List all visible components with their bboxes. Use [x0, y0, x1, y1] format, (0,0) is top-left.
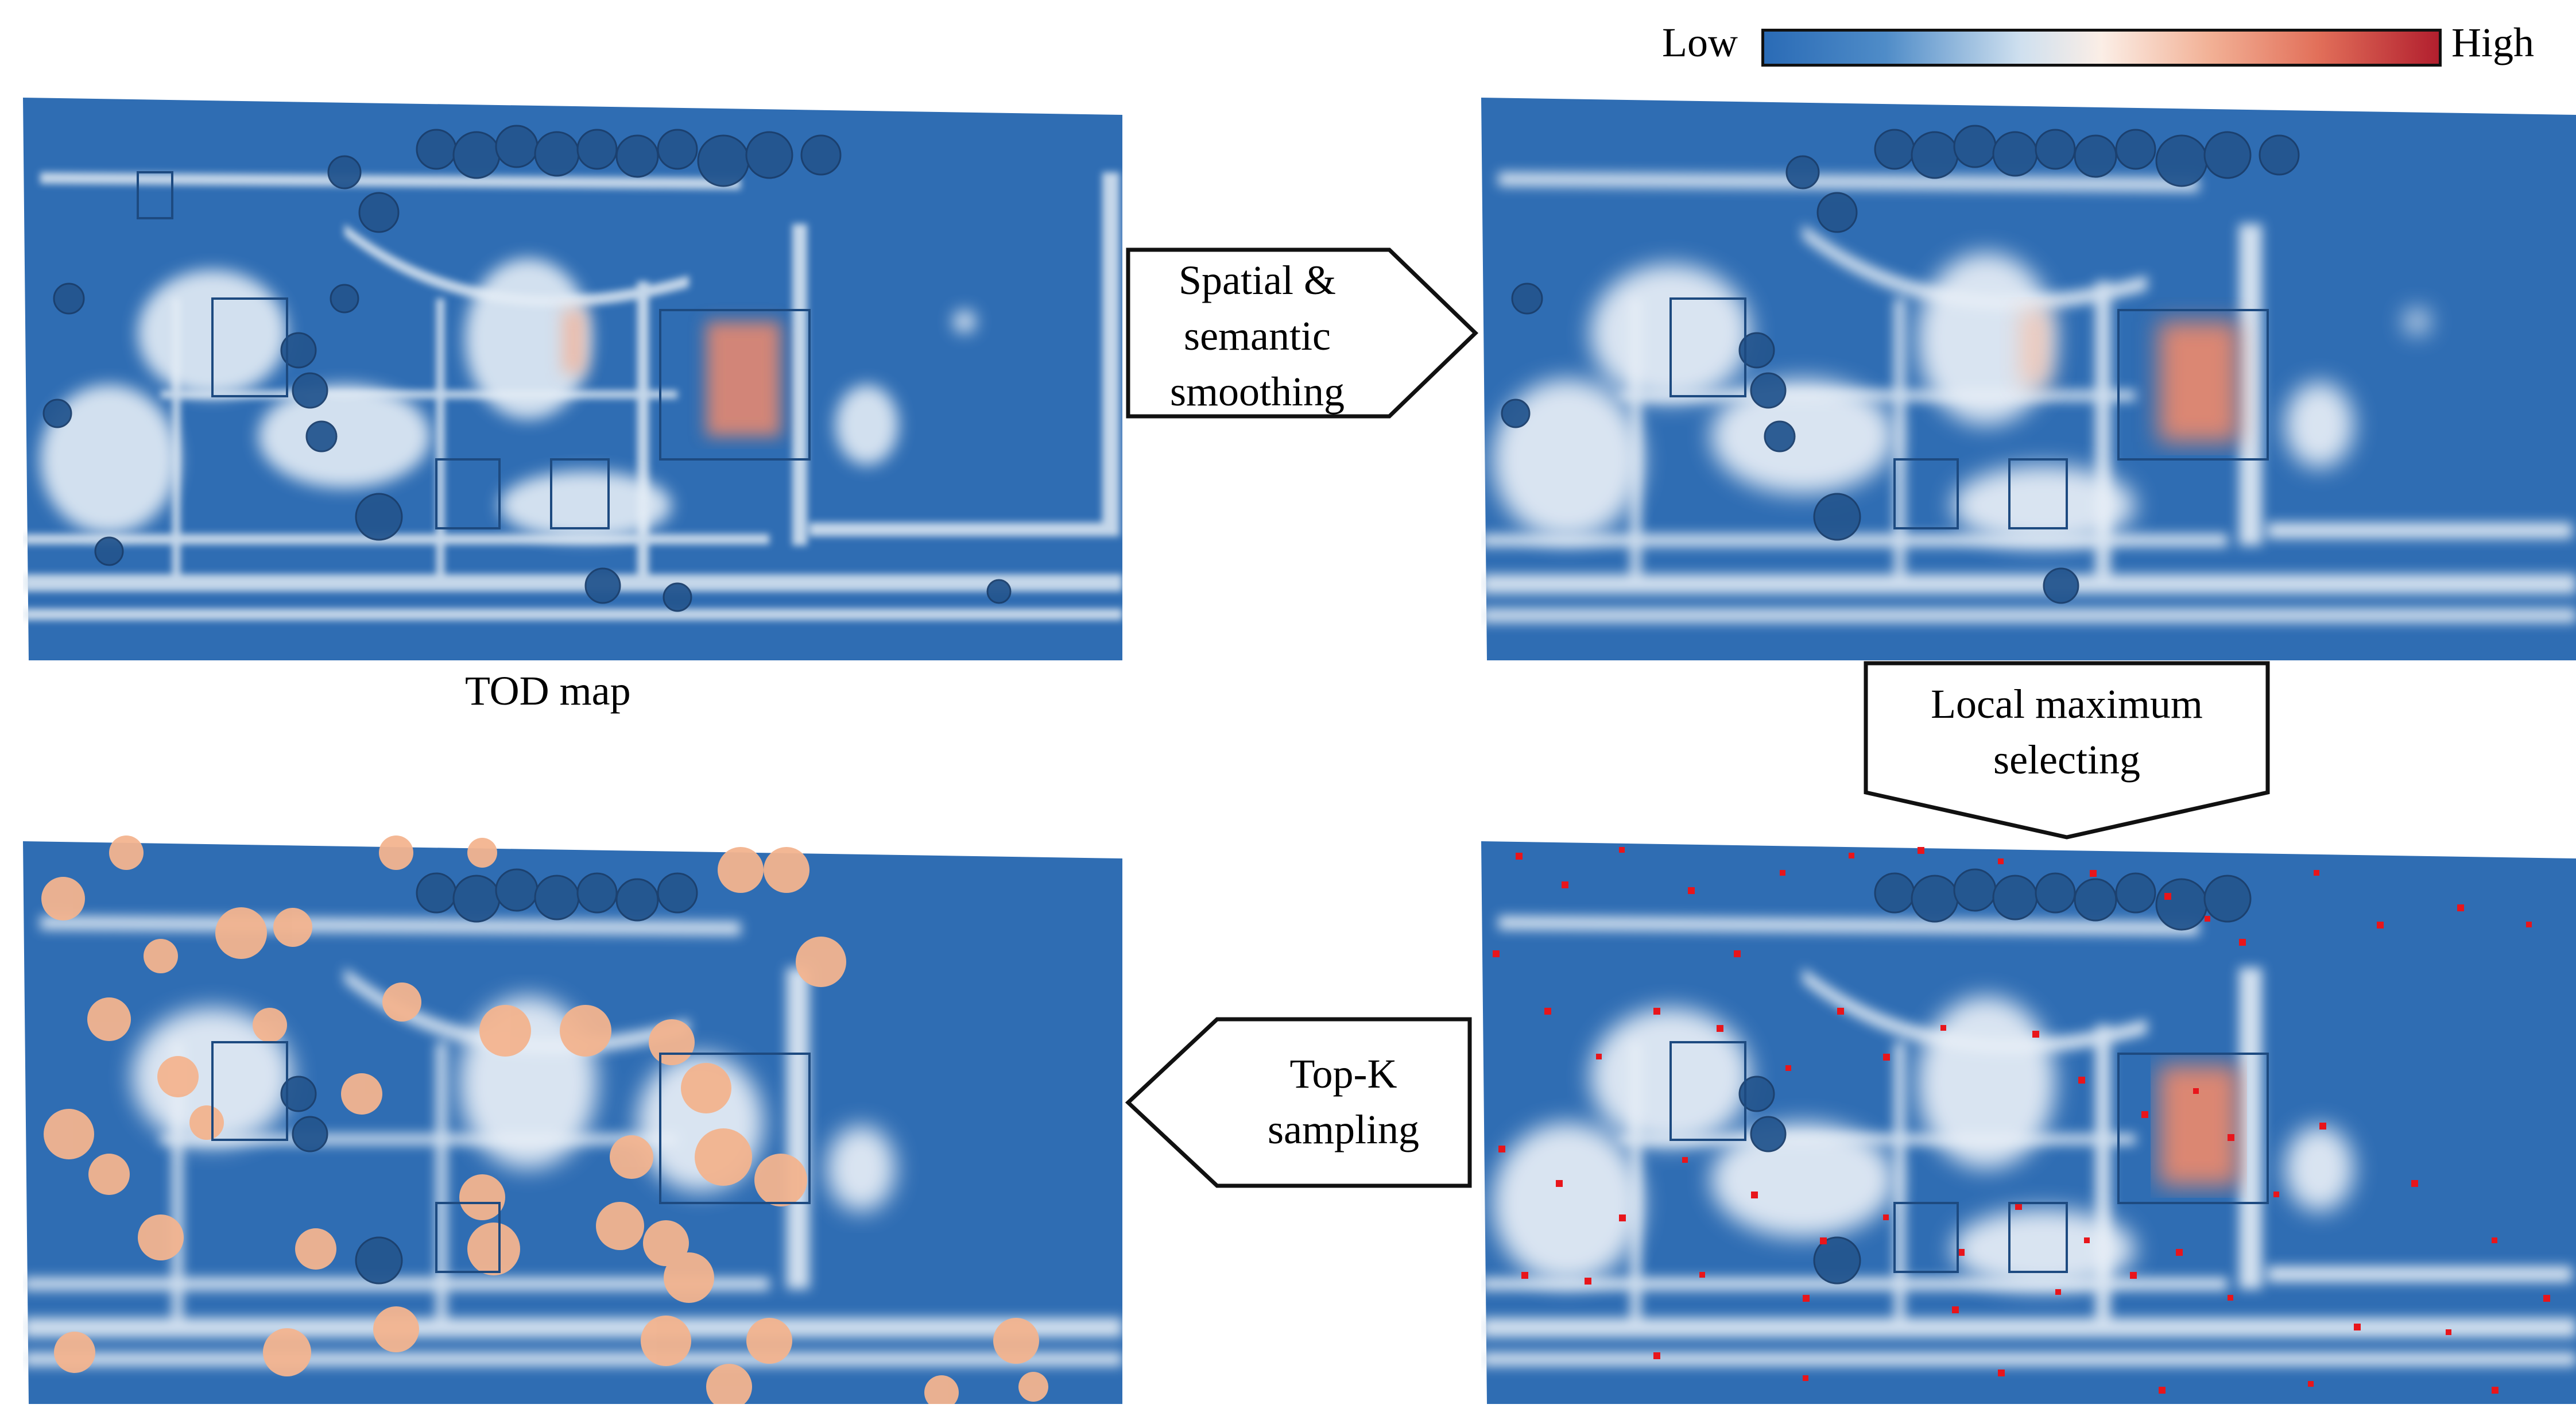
- topk-panel: [23, 835, 1122, 1404]
- smoothed-panel: [1481, 92, 2576, 660]
- smoothing-line-1: Spatial &: [1179, 257, 1336, 303]
- colorbar-high-label: High: [2451, 20, 2534, 65]
- left-arrow-icon: [1125, 1017, 1472, 1188]
- colorbar-low-label: Low: [1662, 20, 1738, 65]
- local-max-arrow: Local maximum selecting: [1863, 660, 2271, 841]
- tod-map-caption: TOD map: [465, 668, 631, 714]
- smoothing-arrow-label: Spatial & semantic smoothing: [1128, 253, 1386, 420]
- smoothing-line-2: semantic: [1184, 313, 1331, 359]
- sample-discs: [41, 835, 1048, 1404]
- smoothed-map-image: [1481, 98, 2576, 660]
- peak-markers: [1493, 847, 2550, 1394]
- local-max-arrow-label: Local maximum selecting: [1866, 676, 2268, 788]
- local-max-map-image: [1481, 841, 2576, 1404]
- smoothing-arrow: Spatial & semantic smoothing: [1125, 247, 1481, 419]
- tod-map-image: [23, 98, 1122, 660]
- topk-arrow: Top-K sampling: [1125, 1016, 1475, 1189]
- topk-line-2: sampling: [1268, 1107, 1419, 1153]
- topk-map-image: [23, 835, 1122, 1404]
- down-arrow-icon: [1864, 661, 2270, 840]
- topk-line-1: Top-K: [1289, 1051, 1397, 1097]
- tod-map-panel: [23, 92, 1122, 660]
- local-max-line-1: Local maximum: [1931, 681, 2203, 727]
- local-max-panel: [1481, 835, 2576, 1404]
- local-max-line-2: selecting: [1993, 737, 2140, 783]
- smoothing-line-3: smoothing: [1169, 369, 1345, 415]
- right-arrow-icon: [1126, 247, 1479, 419]
- colorbar: [1761, 29, 2442, 67]
- topk-arrow-label: Top-K sampling: [1217, 1046, 1470, 1158]
